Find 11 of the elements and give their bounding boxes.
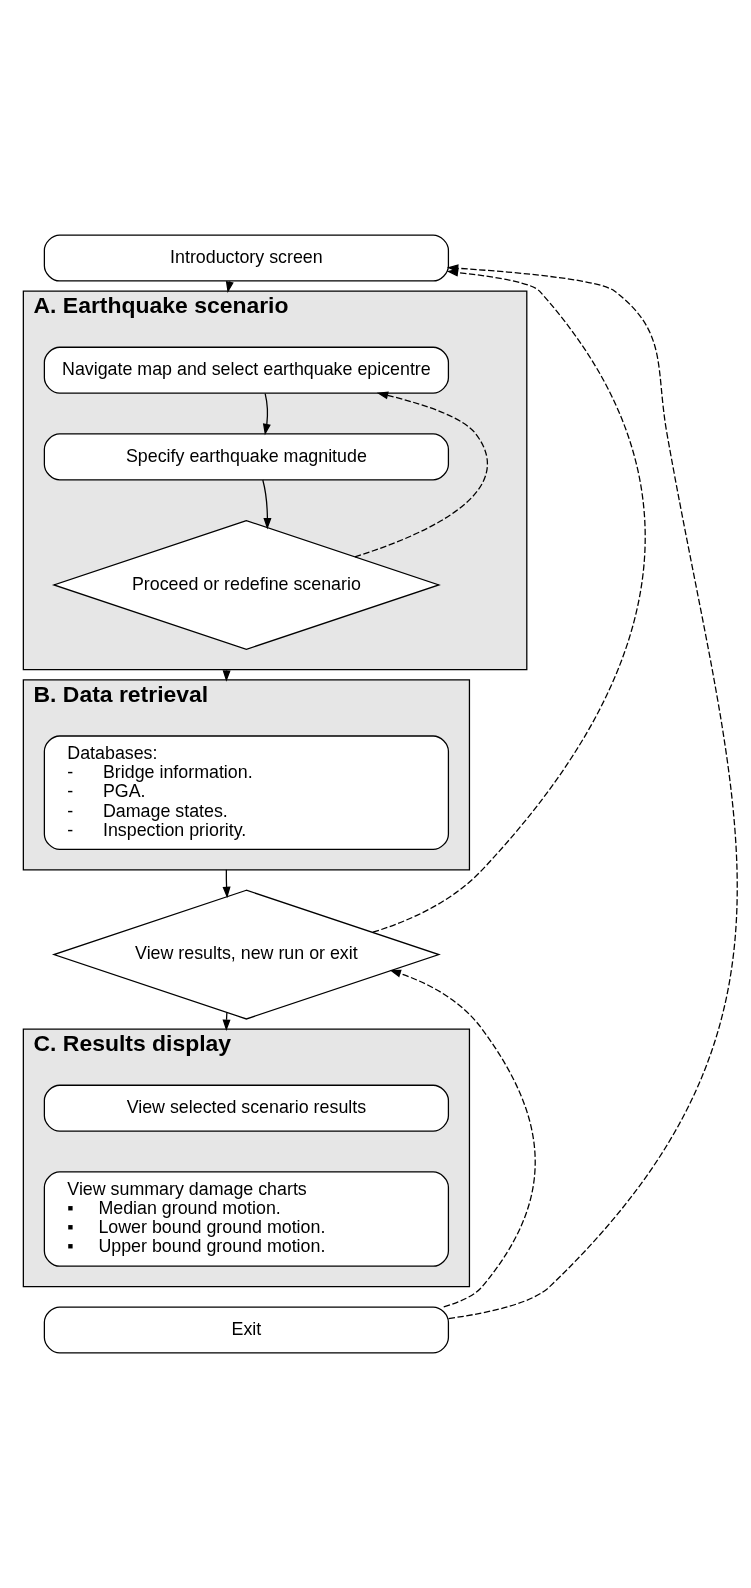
node-box: View selected scenario results <box>43 1084 450 1132</box>
node-box: View summary damage charts ▪ Median ground motion. ▪ Lower bound ground motion. ▪ Upper bound ground motion. <box>43 1171 450 1267</box>
node-box: Databases: - Bridge information. - PGA. - Damage states. - Inspection priority. <box>43 735 450 851</box>
node-box: Specify earthquake magnitude <box>43 433 450 481</box>
arrow <box>225 280 234 294</box>
arrow <box>389 969 536 1308</box>
node-box: Exit <box>43 1306 450 1354</box>
node-box: Navigate map and select earthquake epicentre <box>43 346 450 394</box>
arrow <box>262 392 271 436</box>
arrow <box>262 479 272 530</box>
arrow <box>354 391 488 558</box>
